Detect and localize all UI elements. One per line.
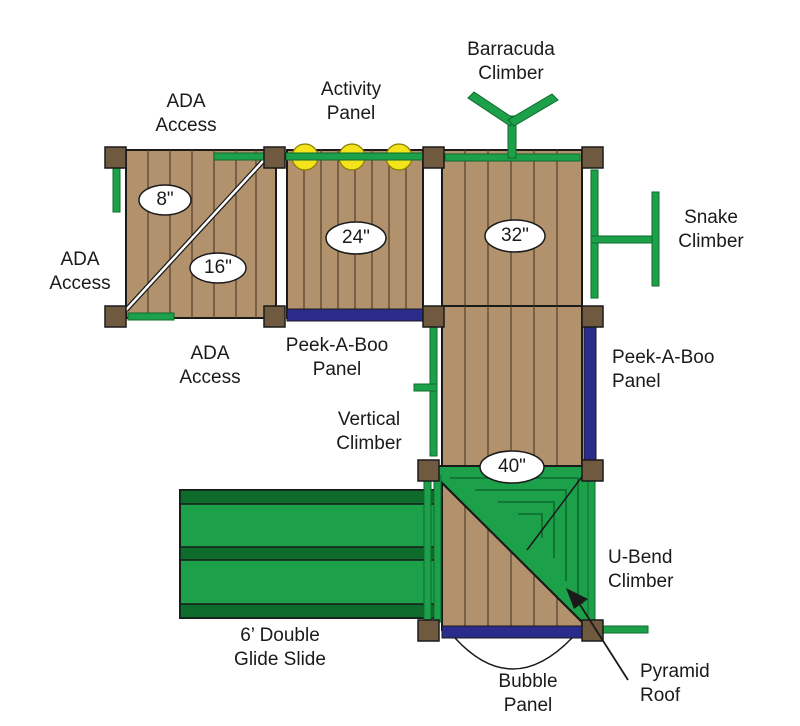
label-line: Activity bbox=[320, 79, 382, 100]
deck-size-ada-upper: 8" bbox=[156, 189, 174, 210]
label-line: Pyramid bbox=[640, 661, 710, 682]
deck-size-activity: 24" bbox=[342, 227, 370, 248]
pyramid-roof-arrowhead bbox=[566, 588, 588, 609]
label-line: Panel bbox=[612, 371, 661, 392]
label-line: Peek-A-Boo bbox=[285, 335, 389, 356]
label-line: ADA bbox=[190, 343, 230, 364]
label-line: Panel bbox=[326, 103, 376, 124]
label-pyramid-roof: Pyramid Roof bbox=[640, 660, 750, 708]
deck-badges bbox=[138, 184, 546, 484]
label-line: Climber bbox=[478, 63, 544, 84]
activity-panel bbox=[213, 143, 435, 171]
deck-size-barracuda: 32" bbox=[501, 225, 529, 246]
label-line: Climber bbox=[678, 231, 744, 252]
label-u-bend-climber: U-Bend Climber bbox=[608, 546, 728, 594]
deck-size-ada-lower: 16" bbox=[204, 257, 232, 278]
label-line: Access bbox=[49, 273, 111, 294]
label-snake-climber: Snake Climber bbox=[656, 206, 766, 254]
label-line: 6’ Double bbox=[240, 625, 320, 646]
label-line: Snake bbox=[684, 207, 738, 228]
label-line: ADA bbox=[166, 91, 206, 112]
peek-a-boo-panel-left bbox=[286, 308, 424, 322]
label-line: Panel bbox=[503, 695, 553, 716]
label-line: ADA bbox=[60, 249, 100, 270]
label-ada-access-top: ADA Access bbox=[136, 90, 236, 138]
label-ada-access-bottom: ADA Access bbox=[160, 342, 260, 390]
label-line: Glide Slide bbox=[234, 649, 326, 670]
label-line: Vertical bbox=[337, 409, 401, 430]
label-double-glide-slide: 6’ Double Glide Slide bbox=[210, 624, 350, 672]
label-activity-panel: Activity Panel bbox=[296, 78, 406, 126]
label-ada-access-left: ADA Access bbox=[30, 248, 130, 296]
label-line: Barracuda bbox=[467, 39, 555, 60]
label-line: Climber bbox=[608, 571, 674, 592]
ada-deck bbox=[124, 149, 277, 319]
peek-a-boo-panel-right bbox=[583, 309, 597, 467]
label-barracuda-climber: Barracuda Climber bbox=[446, 38, 576, 86]
label-line: Access bbox=[179, 367, 241, 388]
label-bubble-panel: Bubble Panel bbox=[478, 670, 578, 718]
label-line: Panel bbox=[312, 359, 362, 380]
label-peek-a-boo-panel-right: Peek-A-Boo Panel bbox=[612, 346, 762, 394]
label-peek-a-boo-panel-left: Peek-A-Boo Panel bbox=[262, 334, 412, 382]
label-line: Climber bbox=[336, 433, 402, 454]
bubble-panel bbox=[441, 625, 583, 670]
label-vertical-climber: Vertical Climber bbox=[314, 408, 424, 456]
double-glide-slide bbox=[179, 489, 451, 619]
label-line: Bubble bbox=[498, 671, 558, 692]
label-line: U-Bend bbox=[608, 547, 673, 568]
label-line: Peek-A-Boo bbox=[612, 347, 715, 368]
barracuda-climber bbox=[444, 91, 581, 162]
label-line: Roof bbox=[640, 685, 681, 706]
snake-climber bbox=[590, 169, 660, 299]
posts bbox=[104, 146, 604, 642]
deck-size-tower: 40" bbox=[498, 456, 526, 477]
label-line: Access bbox=[155, 115, 217, 136]
pointer-lines bbox=[576, 599, 629, 681]
